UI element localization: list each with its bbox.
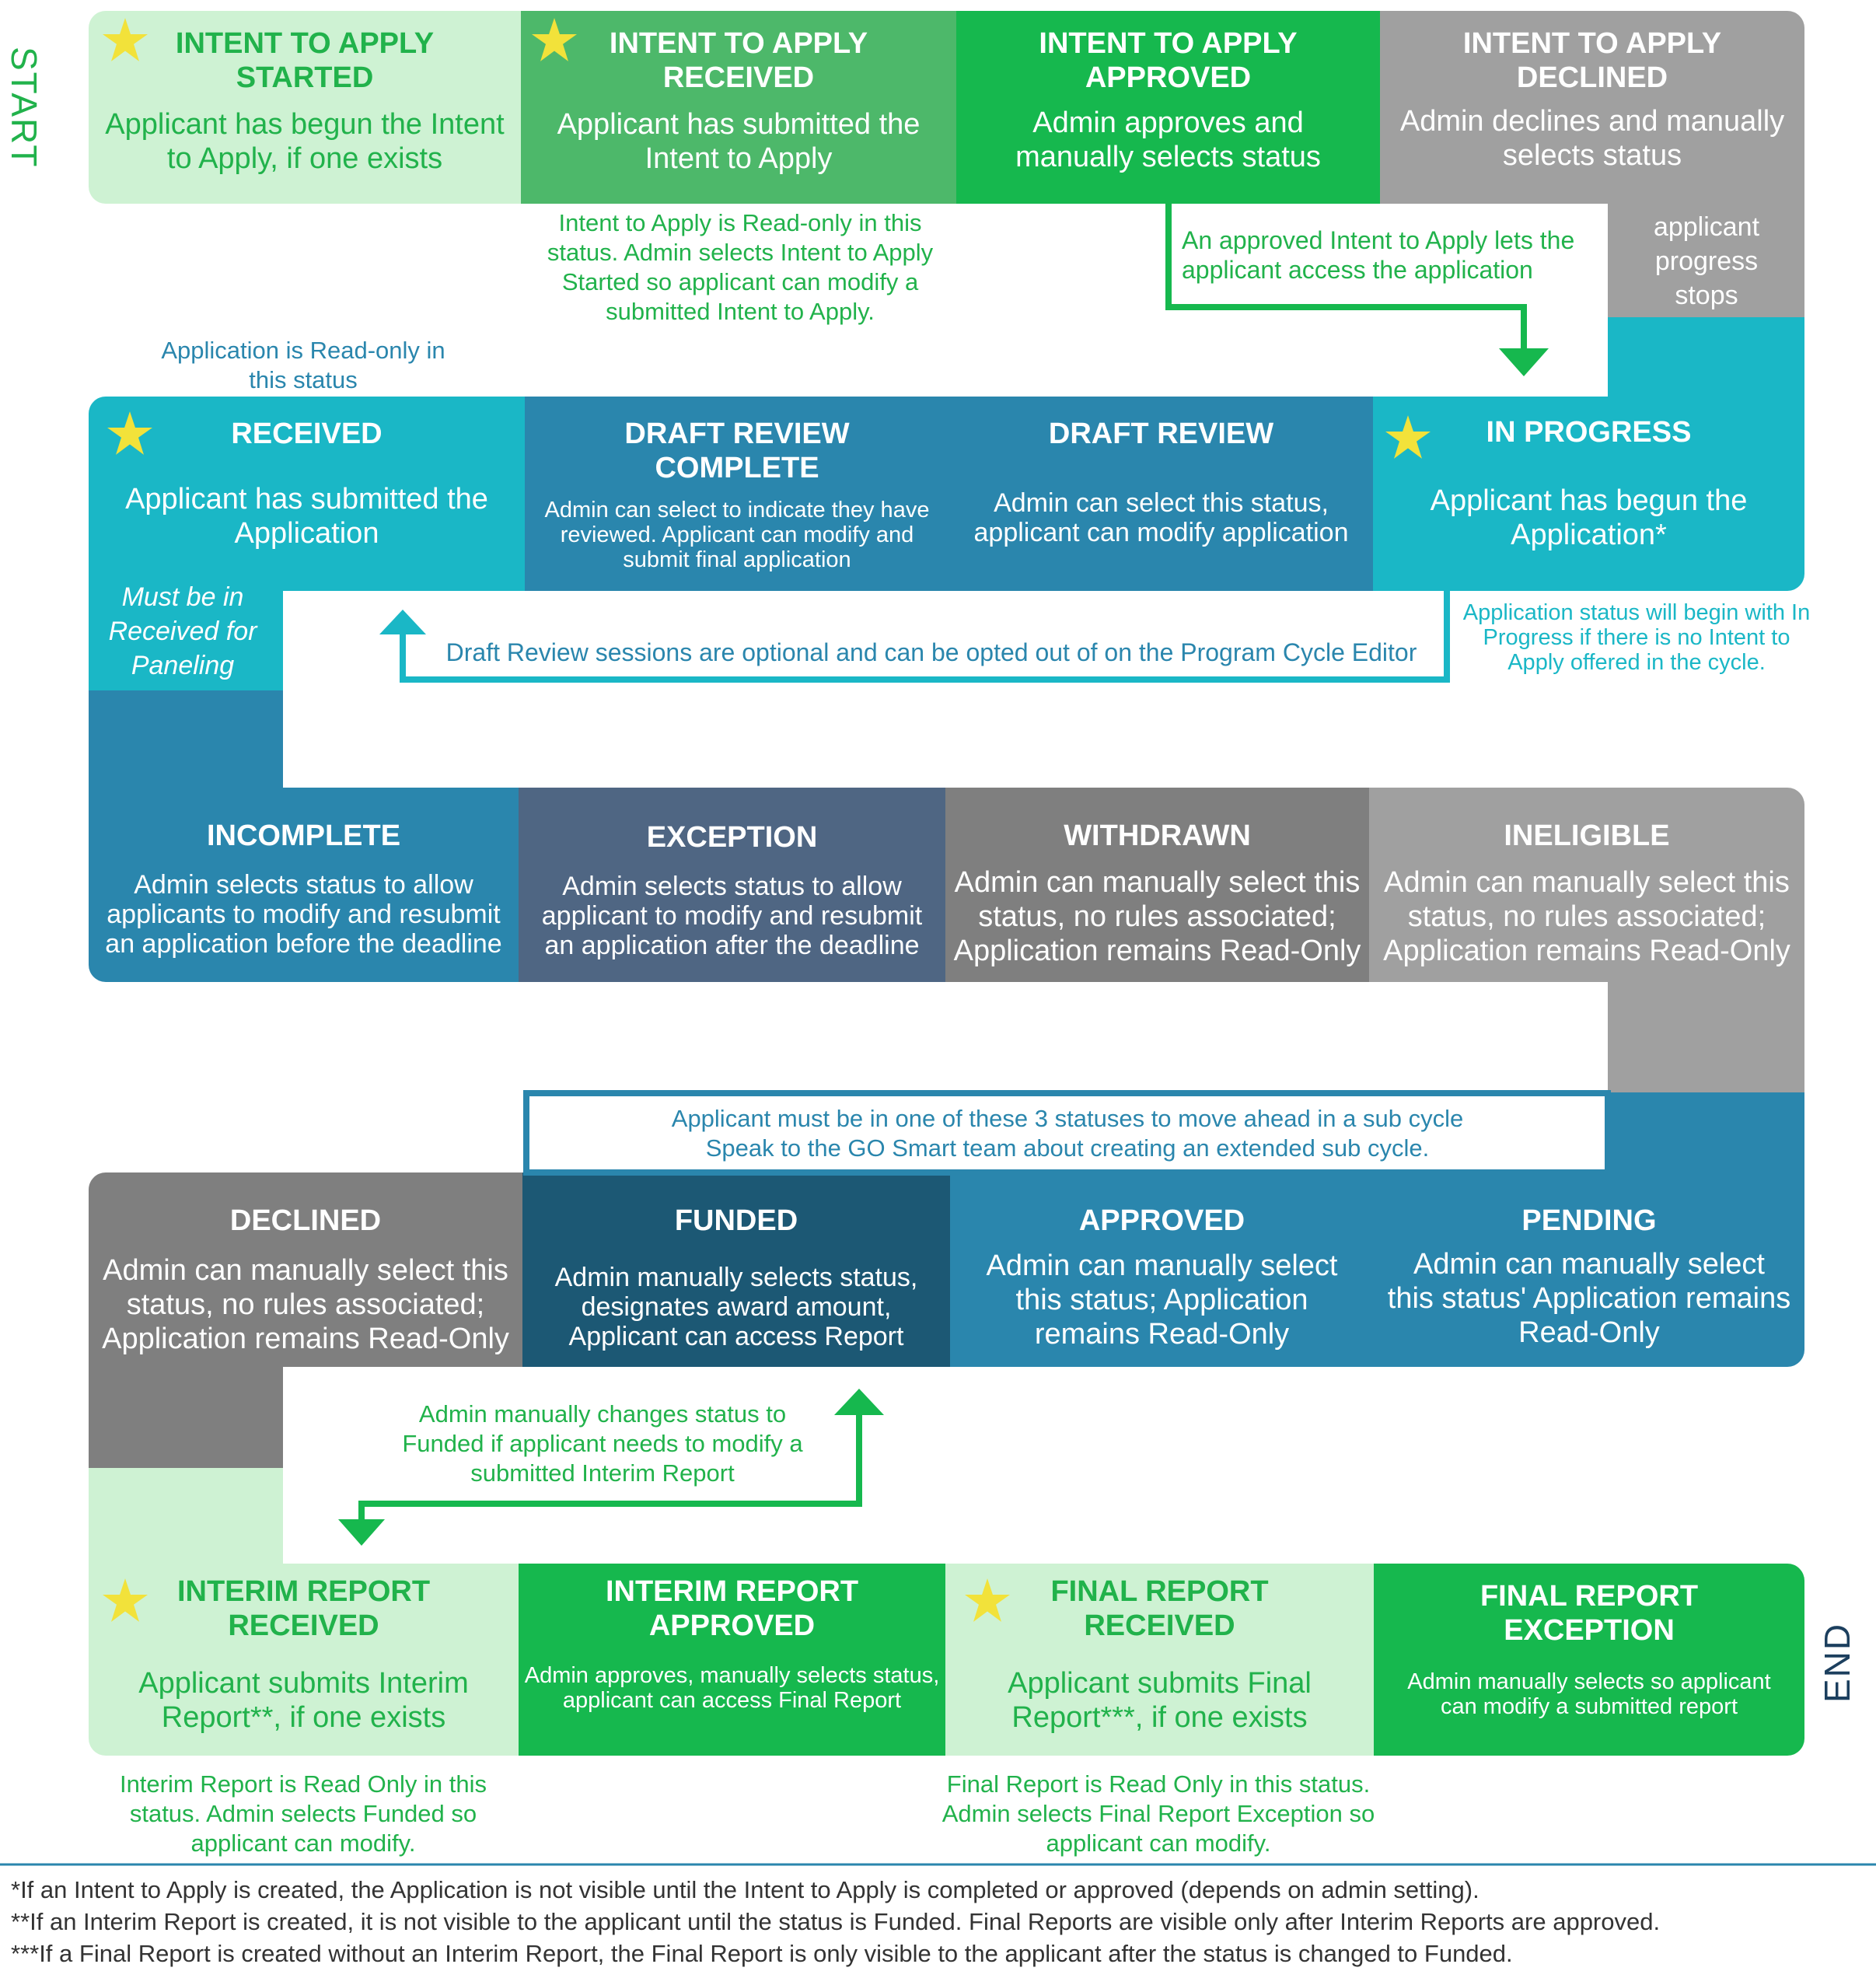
sub-cycle-note: Applicant must be in one of these 3 stat… (532, 1104, 1603, 1163)
status-incomplete: INCOMPLETE Admin selects status to allow… (89, 788, 519, 982)
status-title: PENDING (1521, 1204, 1657, 1237)
status-title: INTERIM REPORT RECEIVED (176, 1575, 431, 1642)
status-desc: Admin can manually select this status; A… (986, 1249, 1338, 1351)
status-approved: APPROVED Admin can manually select this … (950, 1172, 1374, 1367)
ita-approved-note: An approved Intent to Apply lets the app… (1182, 226, 1575, 284)
final-readonly-note: Final Report is Read Only in this status… (941, 1770, 1375, 1857)
progress-stops-note: applicant progress stops (1653, 212, 1760, 310)
status-title: IN PROGRESS (1486, 416, 1692, 449)
draft-optional-note: Draft Review sessions are optional and c… (445, 638, 1417, 666)
status-title: APPROVED (1078, 1204, 1245, 1237)
status-title: INTENT TO APPLY DECLINED (1462, 27, 1722, 94)
status-desc: Admin selects status to allow applicant … (541, 872, 923, 960)
status-interim-received: INTERIM REPORT RECEIVED Applicant submit… (89, 1564, 519, 1756)
status-title: FUNDED (674, 1204, 798, 1237)
status-intent-declined: INTENT TO APPLY DECLINED Admin declines … (1380, 11, 1804, 204)
status-desc: Admin declines and manually selects stat… (1399, 105, 1785, 172)
status-declined: DECLINED Admin can manually select this … (89, 1172, 522, 1367)
status-final-received: FINAL REPORT RECEIVED Applicant submits … (945, 1564, 1374, 1756)
status-intent-received: INTENT TO APPLY RECEIVED Applicant has s… (521, 11, 956, 204)
status-desc: Admin can manually select this status, n… (102, 1254, 509, 1355)
status-draft-review-complete: DRAFT REVIEW COMPLETE Admin can select t… (525, 397, 949, 591)
star-icon (965, 1578, 1010, 1623)
status-title: EXCEPTION (646, 821, 818, 854)
status-title: DRAFT REVIEW (1048, 418, 1274, 450)
status-title: INTENT TO APPLY APPROVED (1039, 27, 1298, 94)
in-progress-begin-note: Application status will begin with In Pr… (1462, 600, 1811, 675)
status-funded: FUNDED Admin manually selects status, de… (522, 1172, 950, 1367)
status-title: DRAFT REVIEW COMPLETE (624, 418, 850, 484)
status-exception: EXCEPTION Admin selects status to allow … (519, 788, 945, 982)
ita-readonly-note: Intent to Apply is Read-only in this sta… (547, 209, 934, 325)
status-title: FINAL REPORT EXCEPTION (1479, 1580, 1699, 1647)
status-desc: Admin selects status to allow applicants… (105, 870, 502, 959)
sub-cycle-bracket (523, 1090, 1611, 1176)
status-desc: Admin can select this status, applicant … (973, 488, 1349, 547)
footnote-1: *If an Intent to Apply is created, the A… (11, 1876, 1479, 1903)
status-desc: Applicant has submitted the Application (125, 483, 488, 550)
status-title: INCOMPLETE (206, 820, 401, 852)
star-icon (103, 1578, 148, 1623)
status-intent-approved: INTENT TO APPLY APPROVED Admin approves … (956, 11, 1380, 204)
status-desc: Admin can manually select this status' A… (1387, 1248, 1791, 1349)
received-connector (89, 575, 283, 692)
status-title: INTENT TO APPLY STARTED (175, 27, 435, 94)
status-desc: Admin manually selects status, designate… (554, 1263, 918, 1351)
status-title: RECEIVED (231, 418, 383, 450)
status-desc: Admin can select to indicate they have r… (544, 498, 930, 572)
app-readonly-note: Application is Read-only in this status (161, 337, 445, 393)
status-title: INTERIM REPORT APPROVED (605, 1575, 859, 1642)
star-icon (532, 17, 577, 62)
status-title: WITHDRAWN (1064, 820, 1251, 852)
start-label: START (4, 47, 44, 169)
status-title: INELIGIBLE (1504, 820, 1670, 852)
status-pending: PENDING Admin can manually select this s… (1374, 1172, 1804, 1367)
status-withdrawn: WITHDRAWN Admin can manually select this… (945, 788, 1369, 982)
ineligible-connector (1608, 972, 1804, 1096)
status-desc: Applicant submits Interim Report**, if o… (138, 1667, 469, 1734)
interim-connector (89, 1468, 283, 1577)
status-title: INTENT TO APPLY RECEIVED (609, 27, 868, 94)
status-ineligible: INELIGIBLE Admin can manually select thi… (1369, 788, 1804, 982)
star-icon (1385, 414, 1431, 460)
sub-cycle-line-1: Applicant must be in one of these 3 stat… (671, 1105, 1464, 1132)
status-title: FINAL REPORT RECEIVED (1050, 1575, 1269, 1642)
draft-review-skip-arrow (379, 591, 1450, 683)
funded-change-note: Admin manually changes status to Funded … (402, 1400, 803, 1487)
status-desc: Admin approves and manually selects stat… (1015, 107, 1321, 173)
must-be-received-note: Must be in Received for Paneling (108, 582, 257, 680)
funded-interim-arrow (338, 1389, 884, 1546)
interim-readonly-note: Interim Report is Read Only in this stat… (119, 1770, 487, 1857)
status-desc: Applicant has begun the Application* (1430, 484, 1748, 551)
status-desc: Admin approves, manually selects status,… (524, 1663, 940, 1713)
sub-cycle-line-2: Speak to the GO Smart team about creatin… (705, 1134, 1430, 1162)
declined-connector (1608, 187, 1804, 319)
star-icon (103, 17, 148, 62)
status-desc: Admin manually selects so applicant can … (1407, 1669, 1771, 1719)
status-title: DECLINED (229, 1204, 382, 1237)
star-icon (107, 411, 152, 456)
status-interim-approved: INTERIM REPORT APPROVED Admin approves, … (519, 1564, 945, 1756)
footnote-3: ***If a Final Report is created without … (11, 1940, 1513, 1967)
status-desc: Applicant has begun the Intent to Apply,… (105, 108, 505, 175)
status-desc: Applicant has submitted the Intent to Ap… (557, 108, 921, 175)
incomplete-connector (89, 690, 283, 792)
status-desc: Admin can manually select this status, n… (1383, 866, 1790, 967)
approved-to-in-progress-arrow (1165, 204, 1549, 376)
status-desc: Applicant submits Final Report***, if on… (1008, 1667, 1312, 1734)
end-label: END (1817, 1622, 1857, 1703)
status-in-progress: IN PROGRESS Applicant has begun the Appl… (1373, 397, 1804, 591)
footnote-2: **If an Interim Report is created, it is… (11, 1908, 1661, 1935)
status-intent-started: INTENT TO APPLY STARTED Applicant has be… (89, 11, 521, 204)
status-desc: Admin can manually select this status, n… (953, 866, 1361, 967)
status-received: RECEIVED Applicant has submitted the App… (89, 397, 525, 591)
status-draft-review: DRAFT REVIEW Admin can select this statu… (949, 397, 1373, 591)
status-final-exception: FINAL REPORT EXCEPTION Admin manually se… (1374, 1564, 1804, 1756)
declined-left-connector (89, 1353, 283, 1470)
